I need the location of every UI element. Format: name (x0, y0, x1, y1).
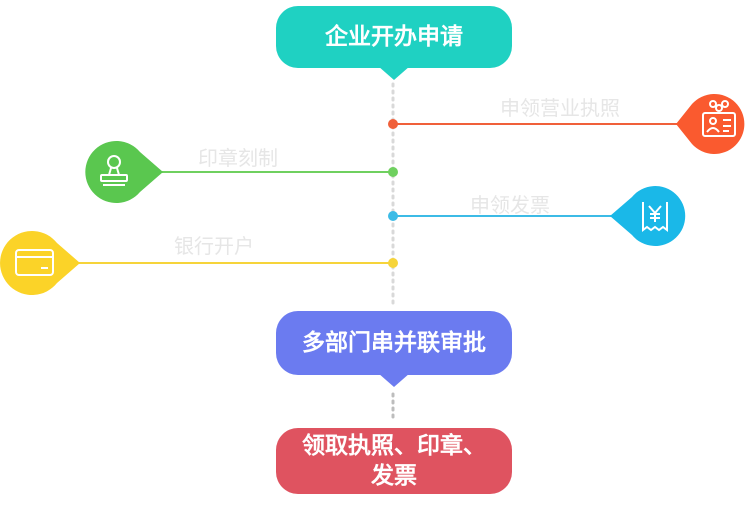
invoice-branch-label: 申领发票 (470, 193, 550, 217)
license-icon-badge (676, 94, 745, 154)
bank-card-icon (15, 249, 54, 276)
result-step-label: 领取执照、印章、发票 (302, 433, 486, 489)
stamp-icon (100, 155, 128, 186)
review-box-pointer (378, 373, 410, 387)
start-step-label: 企业开办申请 (325, 24, 463, 50)
receipt-yen-icon (642, 202, 668, 232)
bank-icon-badge (0, 231, 80, 295)
start-box-pointer (378, 66, 410, 80)
license-branch-label: 申领营业执照 (500, 96, 620, 120)
business-license-icon (702, 100, 736, 137)
seal-icon-badge (85, 141, 163, 203)
bank-junction-dot (388, 258, 398, 268)
seal-branch-label: 印章刻制 (198, 146, 278, 170)
seal-junction-dot (388, 167, 398, 177)
invoice-junction-dot (388, 211, 398, 221)
start-step-box: 企业开办申请 (276, 6, 512, 68)
review-step-box: 多部门串并联审批 (276, 311, 512, 375)
bank-branch-label: 银行开户 (174, 234, 254, 258)
review-step-label: 多部门串并联审批 (302, 330, 486, 356)
result-step-box: 领取执照、印章、发票 (276, 428, 512, 494)
license-junction-dot (388, 119, 398, 129)
invoice-icon-badge (610, 186, 686, 246)
